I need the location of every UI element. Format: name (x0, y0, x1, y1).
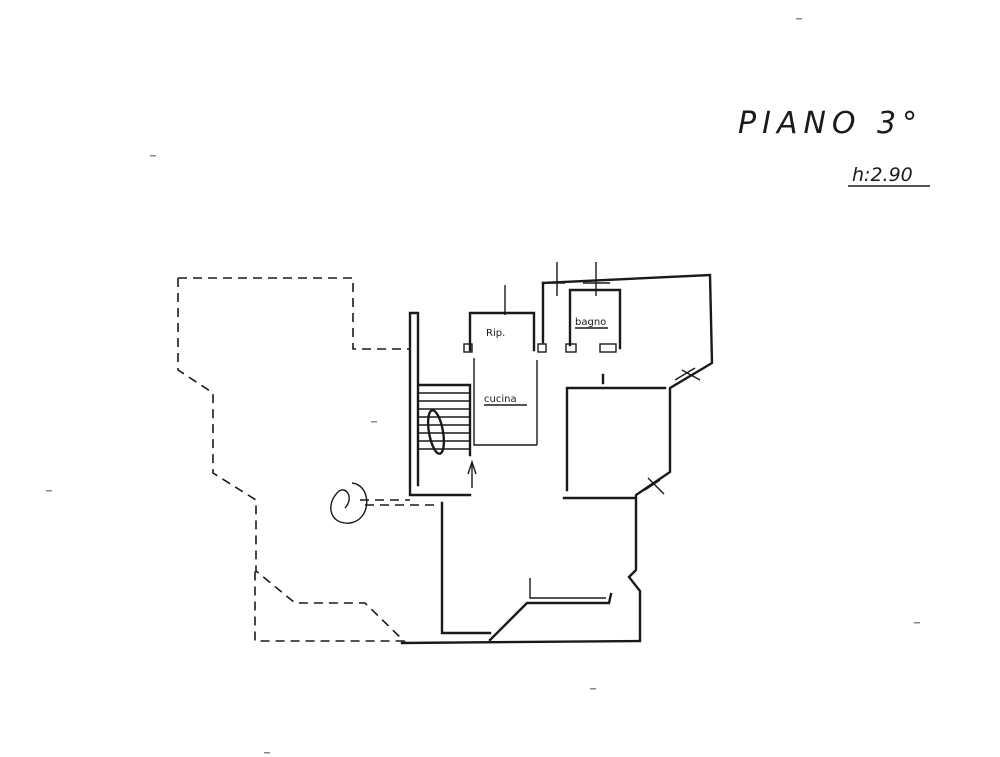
west-wall (440, 501, 492, 635)
storage-room-door-jamb-left (463, 343, 473, 353)
stair-spiral-mark (426, 409, 446, 455)
kitchen-walls (473, 358, 538, 446)
bay-window-wall (488, 592, 613, 642)
stair-arrow-head (467, 459, 477, 475)
bathroom-door-jamb-right (599, 343, 617, 353)
bathroom-walls (568, 288, 622, 350)
bay-window-inner (529, 578, 606, 599)
terrace-outline (177, 277, 410, 642)
storage-room-door-jamb-right (537, 343, 547, 353)
window-marks (504, 262, 701, 495)
terrace-spiral-stair (330, 482, 368, 524)
exterior-walls (400, 273, 714, 645)
storage-room-label: Rip. (486, 328, 505, 339)
kitchen-label: cucina (484, 394, 517, 405)
stair-core-walls (408, 311, 472, 497)
bathroom-door-jamb-left (565, 343, 577, 353)
bathroom-label: bagno (575, 317, 606, 328)
terrace-link-dashed (360, 499, 440, 506)
floor-title: PIANO 3° (738, 106, 923, 141)
corridor-wall (541, 281, 605, 385)
ceiling-height-label: h:2.90 (852, 164, 913, 186)
scan-specks (46, 18, 920, 754)
living-partition (562, 386, 667, 500)
